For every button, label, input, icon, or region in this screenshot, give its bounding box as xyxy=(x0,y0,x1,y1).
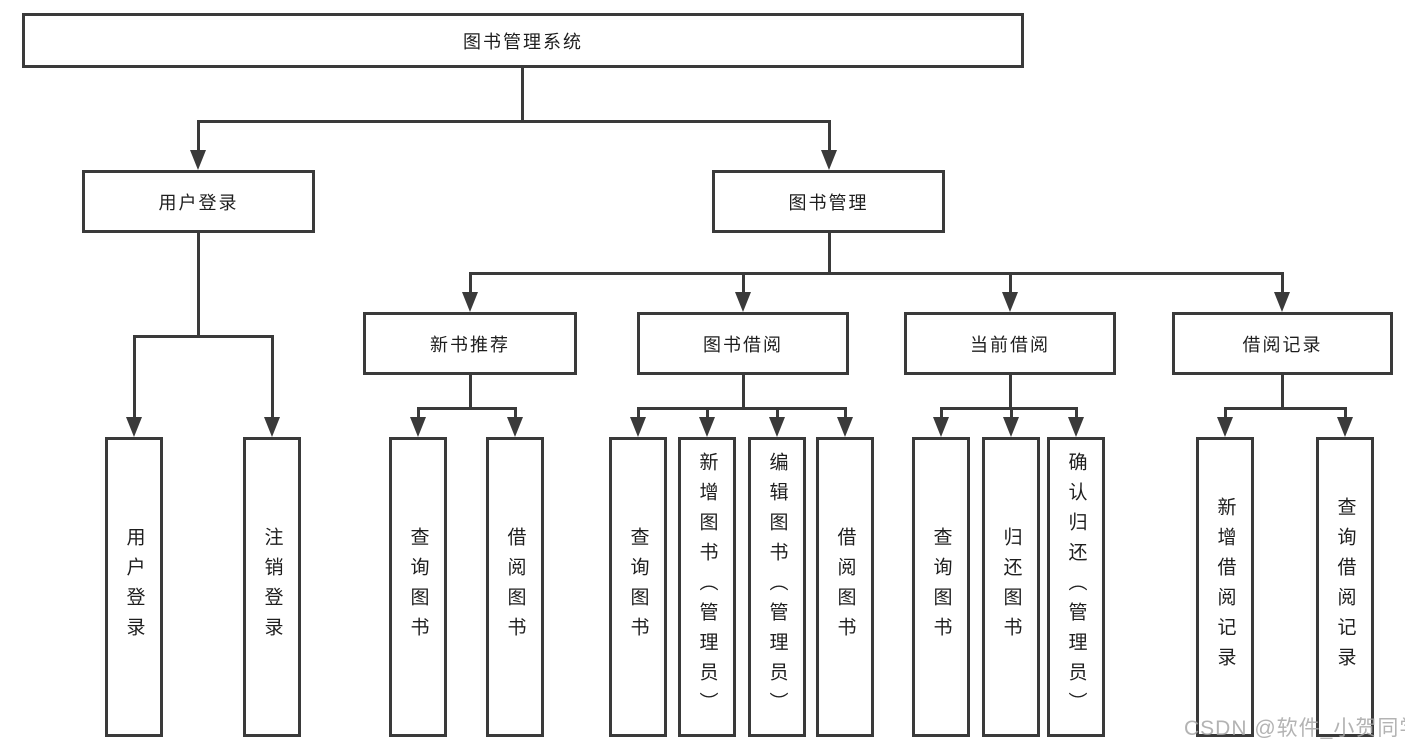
leaf-borrow-books-recommend-label: 借阅图书 xyxy=(504,527,526,647)
node-new-book-recommend-label: 新书推荐 xyxy=(430,334,510,355)
leaf-return-book-label: 归还图书 xyxy=(1000,527,1022,647)
connector-line xyxy=(828,120,831,153)
leaf-borrow-books-recommend: 借阅图书 xyxy=(486,437,544,737)
connector-line xyxy=(637,407,640,421)
node-book-borrow-label: 图书借阅 xyxy=(703,334,783,355)
arrow-down-icon xyxy=(837,417,853,437)
watermark: CSDN @软件_小贺同学 xyxy=(1184,717,1405,740)
node-borrow-records: 借阅记录 xyxy=(1172,312,1393,375)
connector-line xyxy=(1009,375,1012,410)
node-current-borrow-label: 当前借阅 xyxy=(970,334,1050,355)
connector-line xyxy=(1344,407,1347,421)
arrow-down-icon xyxy=(507,417,523,437)
leaf-edit-book-admin-label: 编辑图书（管理员） xyxy=(766,452,788,722)
leaf-user-login: 用户登录 xyxy=(105,437,163,737)
node-root: 图书管理系统 xyxy=(22,13,1024,68)
connector-line xyxy=(844,407,847,421)
connector-line xyxy=(776,407,779,421)
arrow-down-icon xyxy=(735,292,751,312)
leaf-borrow-books-label: 借阅图书 xyxy=(834,527,856,647)
arrow-down-icon xyxy=(410,417,426,437)
leaf-query-borrow-record: 查询借阅记录 xyxy=(1316,437,1374,737)
arrow-down-icon xyxy=(190,150,206,170)
leaf-query-books-recommend: 查询图书 xyxy=(389,437,447,737)
arrow-down-icon xyxy=(933,417,949,437)
connector-line xyxy=(417,407,420,421)
connector-line xyxy=(1075,407,1078,421)
leaf-confirm-return-admin: 确认归还（管理员） xyxy=(1047,437,1105,737)
leaf-query-books-current: 查询图书 xyxy=(912,437,970,737)
arrow-down-icon xyxy=(1003,417,1019,437)
connector-line xyxy=(1281,375,1284,410)
arrow-down-icon xyxy=(1002,292,1018,312)
connector-line xyxy=(133,335,136,421)
leaf-query-books-current-label: 查询图书 xyxy=(930,527,952,647)
connector-line xyxy=(514,407,517,421)
connector-line xyxy=(1224,407,1227,421)
node-current-borrow: 当前借阅 xyxy=(904,312,1116,375)
leaf-return-book: 归还图书 xyxy=(982,437,1040,737)
leaf-edit-book-admin: 编辑图书（管理员） xyxy=(748,437,806,737)
connector-line xyxy=(742,375,745,410)
arrow-down-icon xyxy=(1274,292,1290,312)
connector-line xyxy=(1281,272,1284,296)
node-borrow-records-label: 借阅记录 xyxy=(1242,334,1323,355)
arrow-down-icon xyxy=(264,417,280,437)
connector-line xyxy=(1224,407,1347,410)
arrow-down-icon xyxy=(699,417,715,437)
leaf-query-books-recommend-label: 查询图书 xyxy=(407,527,429,647)
leaf-add-borrow-record-label: 新增借阅记录 xyxy=(1214,497,1236,677)
connector-line xyxy=(940,407,943,421)
arrow-down-icon xyxy=(1068,417,1084,437)
arrow-down-icon xyxy=(462,292,478,312)
connector-line xyxy=(469,272,1284,275)
node-book-borrow: 图书借阅 xyxy=(637,312,849,375)
connector-line xyxy=(197,233,200,338)
connector-line xyxy=(271,335,274,421)
leaf-logout: 注销登录 xyxy=(243,437,301,737)
leaf-query-borrow-record-label: 查询借阅记录 xyxy=(1334,497,1356,677)
leaf-add-borrow-record: 新增借阅记录 xyxy=(1196,437,1254,737)
node-root-label: 图书管理系统 xyxy=(463,31,583,52)
connector-line xyxy=(1009,272,1012,296)
connector-line xyxy=(133,335,274,338)
connector-line xyxy=(637,407,847,410)
node-user-login-label: 用户登录 xyxy=(158,192,239,213)
leaf-user-login-label: 用户登录 xyxy=(123,527,145,647)
connector-line xyxy=(940,407,1078,410)
connector-line xyxy=(197,120,831,123)
connector-line xyxy=(417,407,517,410)
connector-line xyxy=(828,233,831,275)
connector-line xyxy=(1010,407,1013,421)
node-user-login: 用户登录 xyxy=(82,170,315,233)
arrow-down-icon xyxy=(630,417,646,437)
node-book-mgmt: 图书管理 xyxy=(712,170,945,233)
connector-line xyxy=(469,375,472,410)
connector-line xyxy=(197,120,200,153)
leaf-logout-label: 注销登录 xyxy=(261,527,283,647)
arrow-down-icon xyxy=(1217,417,1233,437)
leaf-add-book-admin: 新增图书（管理员） xyxy=(678,437,736,737)
leaf-add-book-admin-label: 新增图书（管理员） xyxy=(696,452,718,722)
arrow-down-icon xyxy=(769,417,785,437)
leaf-confirm-return-admin-label: 确认归还（管理员） xyxy=(1065,452,1087,722)
connector-line xyxy=(706,407,709,421)
leaf-query-books-borrow-label: 查询图书 xyxy=(627,527,649,647)
arrow-down-icon xyxy=(821,150,837,170)
connector-line xyxy=(742,272,745,296)
node-book-mgmt-label: 图书管理 xyxy=(788,192,869,213)
leaf-query-books-borrow: 查询图书 xyxy=(609,437,667,737)
leaf-borrow-books: 借阅图书 xyxy=(816,437,874,737)
node-new-book-recommend: 新书推荐 xyxy=(363,312,577,375)
connector-line xyxy=(521,68,524,123)
arrow-down-icon xyxy=(126,417,142,437)
arrow-down-icon xyxy=(1337,417,1353,437)
connector-line xyxy=(469,272,472,296)
